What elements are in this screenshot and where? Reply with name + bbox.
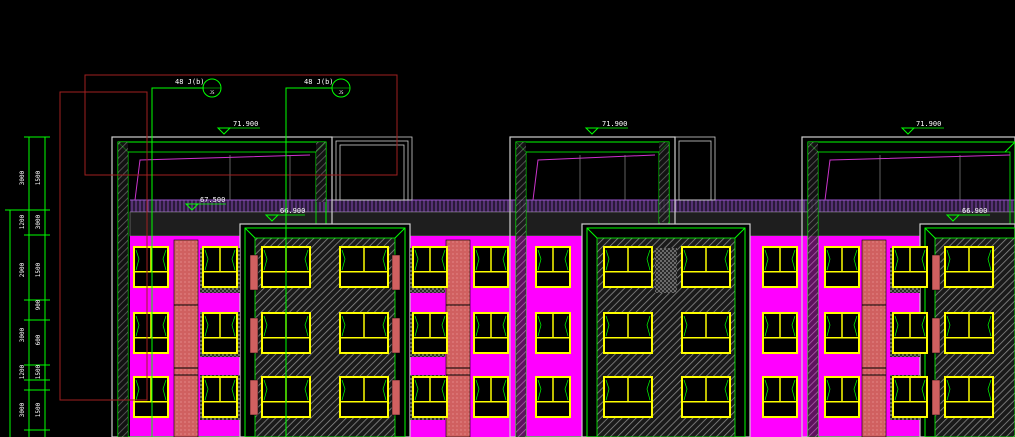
brick-columns	[173, 239, 887, 437]
window	[535, 246, 571, 288]
window	[473, 376, 509, 418]
dim-text-3: 2900	[19, 262, 26, 277]
elevation-triangle-icon	[900, 127, 916, 135]
window	[202, 376, 238, 418]
window	[133, 312, 169, 354]
elevation-label: 67.500	[200, 196, 225, 204]
dim-text-13: 1500	[35, 402, 42, 417]
window	[681, 246, 731, 288]
window	[944, 312, 994, 354]
window	[535, 312, 571, 354]
dim-text-11: 600	[35, 334, 42, 345]
window	[944, 246, 994, 288]
window	[824, 246, 860, 288]
dim-text-5: 1200	[19, 364, 26, 379]
callout-detail-a: 48 J(b) JS	[151, 78, 222, 437]
dim-text-9: 1500	[35, 262, 42, 277]
window	[892, 376, 928, 418]
callout-label: 48 J(b)	[304, 78, 334, 86]
dim-text-7: 1500	[35, 170, 42, 185]
window	[412, 246, 448, 288]
window	[762, 376, 798, 418]
dim-text-10: 900	[35, 299, 42, 310]
window	[202, 312, 238, 354]
dim-text-1: 3000	[19, 170, 26, 185]
window	[133, 376, 169, 418]
elevation-mark-step-1: 67.500	[184, 196, 226, 211]
elevation-label: 71.900	[916, 120, 941, 128]
roof-annex-1	[331, 136, 413, 201]
callout-sheet: JS	[339, 90, 344, 95]
window	[824, 376, 860, 418]
elevation-triangle-icon	[216, 127, 232, 135]
callout-sheet: JS	[210, 90, 215, 95]
window	[944, 376, 994, 418]
vertical-dimension-chain	[5, 136, 50, 437]
window	[412, 376, 448, 418]
window	[892, 312, 928, 354]
elevation-mark-roof-2: 71.900	[584, 120, 628, 135]
window	[681, 376, 731, 418]
dim-text-4: 3000	[19, 327, 26, 342]
tower-frame-3	[801, 136, 1015, 437]
window	[339, 376, 389, 418]
parapet-band	[130, 200, 1015, 212]
window	[603, 376, 653, 418]
callout-label: 48 J(b)	[175, 78, 205, 86]
window	[339, 312, 389, 354]
elevation-label: 71.900	[233, 120, 258, 128]
elevation-label: 66.900	[962, 207, 987, 215]
elevation-label: 66.900	[280, 207, 305, 215]
window	[473, 246, 509, 288]
window-grid	[133, 246, 994, 418]
elevation-label: 71.900	[602, 120, 627, 128]
window	[339, 246, 389, 288]
window	[603, 246, 653, 288]
brick-column-joints	[174, 304, 886, 376]
window	[824, 312, 860, 354]
elevation-mark-step-3: 66.900	[945, 207, 990, 222]
window	[133, 246, 169, 288]
bay-side-slots	[249, 254, 941, 416]
elevation-mark-roof-3: 71.900	[900, 120, 944, 135]
roof-annex-2	[674, 136, 716, 201]
dim-text-12: 1500	[35, 364, 42, 379]
dim-text-8: 3000	[35, 214, 42, 229]
detail-leader-boxes	[59, 74, 398, 401]
dim-text-2: 1200	[19, 214, 26, 229]
dim-text-6: 3000	[19, 402, 26, 417]
window	[535, 376, 571, 418]
window	[202, 246, 238, 288]
window	[762, 312, 798, 354]
callout-detail-b: 48 J(b) JS	[285, 78, 351, 437]
window	[412, 312, 448, 354]
window	[762, 246, 798, 288]
window	[681, 312, 731, 354]
window	[892, 246, 928, 288]
window	[603, 312, 653, 354]
elevation-mark-roof-1: 71.900	[216, 120, 260, 135]
dimension-texts: 3000 1200 2900 3000 1200 3000 1500 3000 …	[19, 170, 42, 417]
elevation-triangle-icon	[584, 127, 600, 135]
window	[473, 312, 509, 354]
